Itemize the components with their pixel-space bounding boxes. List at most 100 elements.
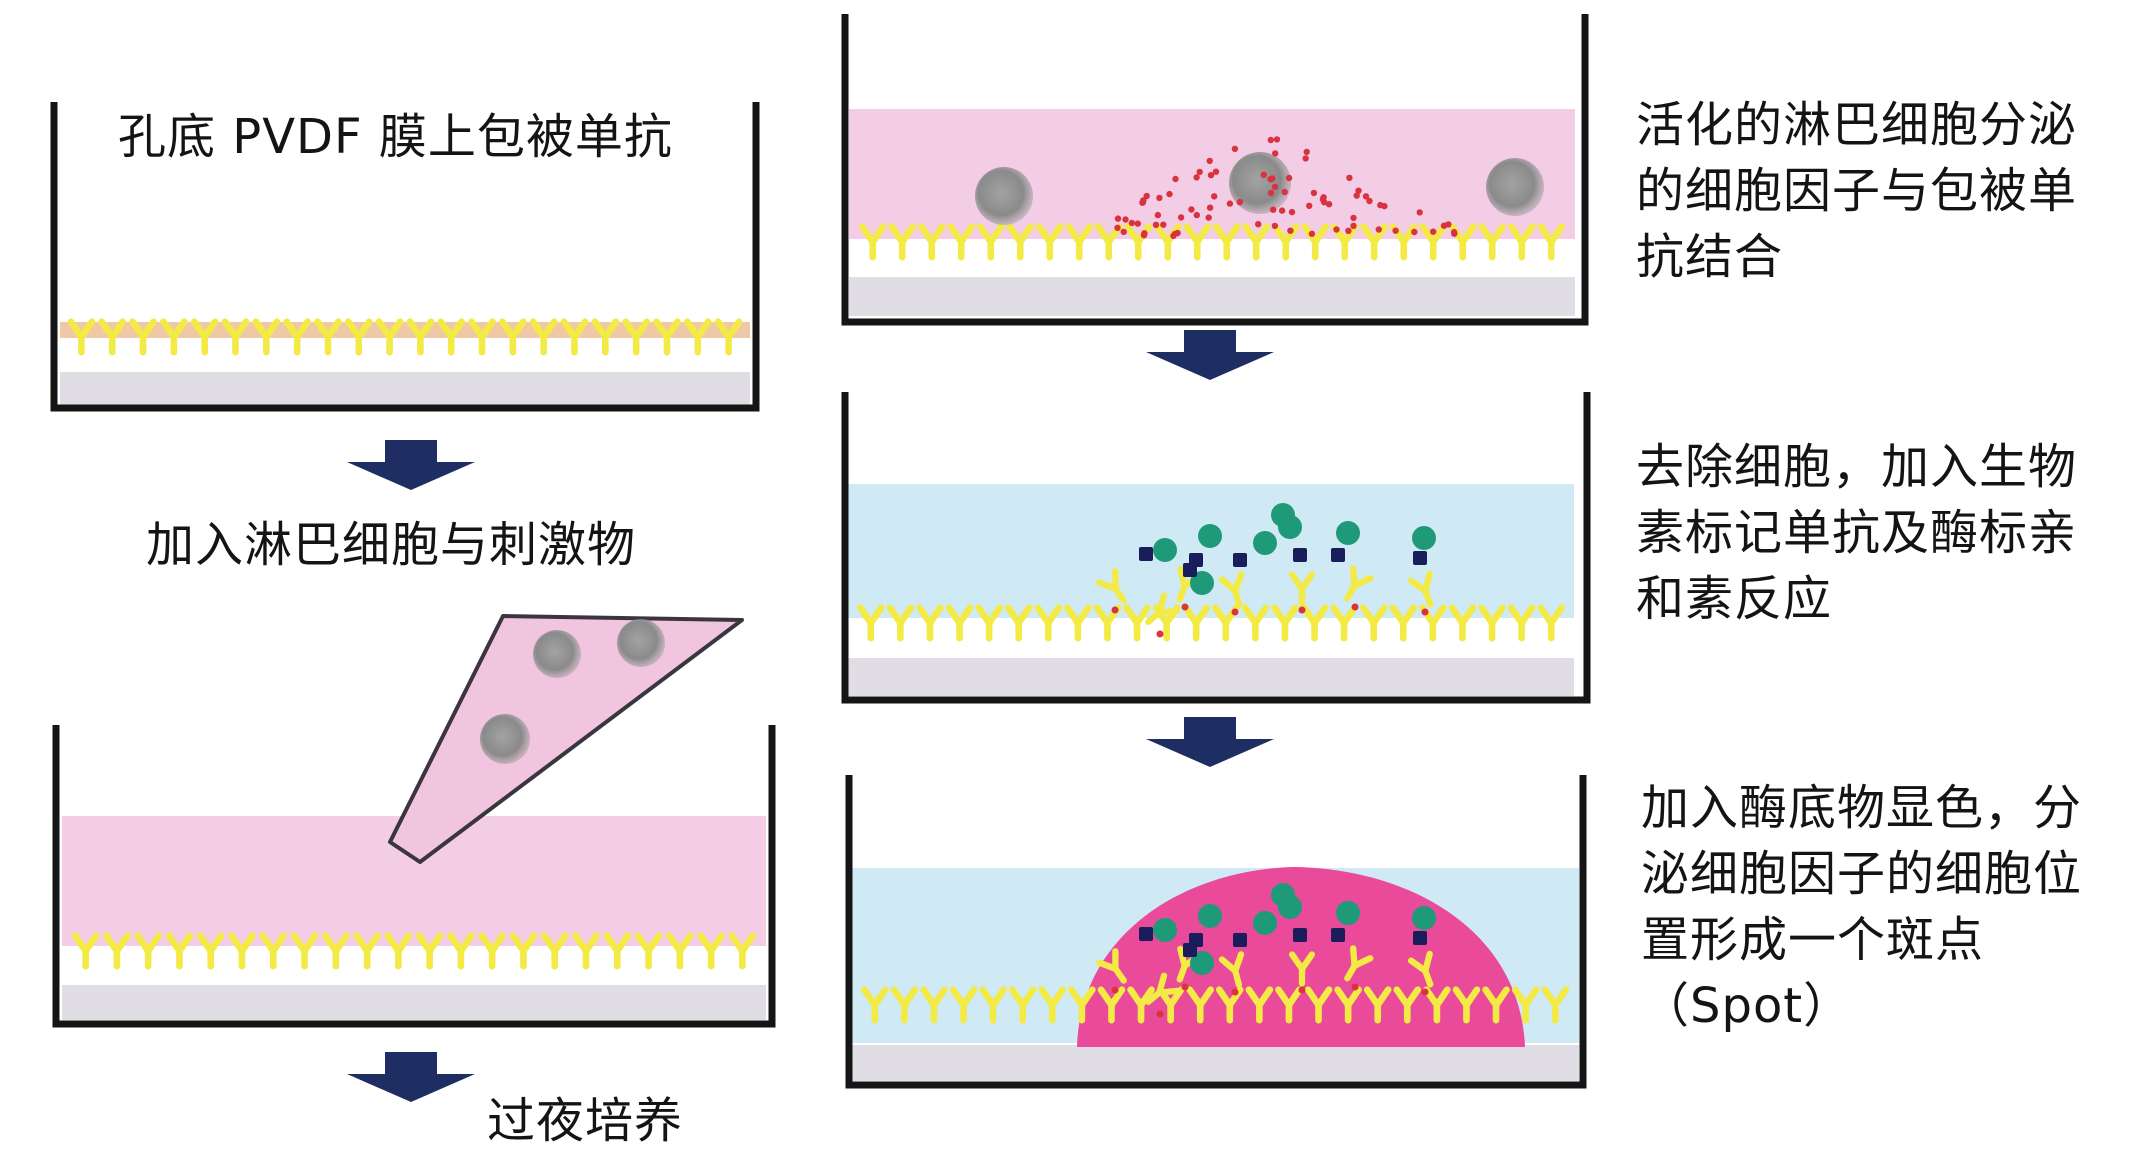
capture-antibody-arm-right	[1547, 223, 1566, 246]
capture-antibody	[540, 932, 569, 970]
cytokine-dot	[1139, 199, 1146, 206]
capture-antibody	[499, 318, 527, 356]
capture-antibody-arm-right	[1281, 604, 1299, 627]
well-5-detection-complexes	[1095, 883, 1436, 1018]
capture-antibody	[529, 318, 558, 356]
capture-antibody-arm-right	[1459, 223, 1477, 246]
capture-antibody-arm-right	[1016, 223, 1035, 246]
detection-antibody-arm-right	[1232, 571, 1245, 595]
capture-antibody	[697, 932, 725, 970]
detection-antibody-arm-right	[1156, 987, 1180, 996]
capture-antibody-arm-right	[262, 318, 281, 341]
step-6-label: 加入酶底物显色，分 泌细胞因子的细胞位 置形成一个斑点 （Spot）	[1641, 780, 2083, 1034]
capture-antibody	[259, 932, 288, 970]
cytokine-dot	[1206, 204, 1214, 211]
cytokine-dot	[1345, 227, 1352, 234]
capture-antibody	[1186, 986, 1214, 1024]
streptavidin-enzyme	[1253, 911, 1277, 935]
capture-antibody-arm-right	[871, 986, 889, 1009]
cytokine-dot	[1310, 189, 1318, 197]
capture-antibody	[134, 932, 162, 970]
well-4-membrane	[848, 658, 1574, 696]
cytokine-dot	[1205, 214, 1212, 221]
capture-antibody-arm-right	[269, 932, 288, 955]
well-1-outline	[50, 102, 760, 412]
capture-antibody	[283, 318, 311, 356]
bound-cytokine	[1111, 986, 1119, 994]
cytokine-dot	[1450, 228, 1458, 236]
cytokine-dot	[1212, 168, 1220, 175]
pipette-cell-2	[617, 619, 665, 667]
capture-antibody-arm-right	[898, 223, 917, 246]
capture-antibody	[196, 932, 225, 970]
streptavidin-enzyme	[1190, 951, 1214, 975]
capture-antibody	[344, 318, 373, 356]
detection-antibody	[1407, 570, 1434, 608]
step-3-label: 过夜培养	[487, 1093, 684, 1149]
capture-antibody	[666, 932, 694, 970]
capture-antibody	[322, 932, 350, 970]
cytokine-dot	[1226, 200, 1234, 207]
cytokine-dot	[1377, 201, 1384, 209]
capture-antibody	[861, 986, 889, 1024]
capture-antibody-arm-right	[1551, 986, 1569, 1009]
well-5-membrane	[852, 1045, 1579, 1081]
capture-antibody-arm-right	[1133, 604, 1151, 627]
capture-antibody	[603, 932, 632, 970]
capture-antibody	[1127, 986, 1155, 1024]
streptavidin-enzyme	[1153, 538, 1177, 562]
biotin	[1331, 548, 1345, 562]
cytokine-dot	[1308, 230, 1316, 237]
capture-antibody-arm-right	[1019, 986, 1037, 1009]
capture-antibody-arm-right	[739, 932, 757, 955]
well-1-capture-antibodies	[67, 318, 743, 356]
well-3	[841, 14, 1589, 326]
cytokine-dot	[1325, 201, 1333, 208]
capture-antibody-arm-right	[1048, 986, 1067, 1009]
biotin	[1233, 933, 1247, 947]
capture-antibody	[1097, 986, 1126, 1024]
capture-antibody	[1537, 223, 1566, 261]
cytokine-dot	[1206, 157, 1213, 165]
detection-antibody	[1344, 945, 1374, 982]
capture-antibody-arm-right	[1400, 223, 1418, 246]
capture-antibody-arm-right	[930, 986, 948, 1009]
bound-cytokine	[1351, 603, 1359, 611]
cytokine-dot	[1285, 174, 1293, 182]
capture-antibody	[634, 932, 663, 970]
capture-antibody-arm-right	[1518, 604, 1536, 627]
capture-antibody-arm-right	[1344, 986, 1362, 1009]
capture-antibody-arm-right	[78, 318, 96, 341]
arrow-head	[1146, 352, 1274, 380]
cytokine-dot	[1267, 189, 1275, 197]
capture-antibody-arm-right	[1311, 604, 1329, 627]
biotin	[1293, 928, 1307, 942]
capture-antibody-arm-right	[1282, 223, 1300, 246]
cytokine-dot	[1355, 187, 1362, 194]
capture-antibody-arm-right	[1340, 604, 1358, 627]
capture-antibody-arm-right	[1399, 604, 1418, 627]
capture-antibody	[1006, 223, 1035, 261]
capture-antibody-arm-right	[632, 318, 650, 341]
bound-cytokine	[1231, 608, 1239, 616]
well-4-outline	[841, 392, 1591, 704]
detection-antibody-arm-right	[1351, 575, 1374, 589]
cytokine-dot	[1231, 145, 1239, 152]
well-3-membrane	[849, 277, 1575, 316]
capture-antibody-arm-right	[1547, 604, 1565, 627]
capture-antibody-arm-right	[1522, 986, 1540, 1009]
well-3-cell-left	[975, 167, 1033, 225]
step-5-label: 去除细胞，加入生物 素标记单抗及酶标亲 和素反应	[1636, 439, 2078, 627]
capture-antibody-arm-right	[238, 932, 256, 955]
cytokine-dot	[1188, 206, 1195, 213]
capture-antibody-arm-right	[1488, 223, 1507, 246]
capture-antibody-arm-right	[1078, 986, 1096, 1009]
capture-antibody-arm-right	[355, 318, 373, 341]
capture-antibody-arm-right	[1252, 223, 1271, 246]
capture-antibody-arm-right	[520, 932, 538, 955]
capture-antibody-arm-right	[869, 223, 887, 246]
capture-antibody-arm-right	[1075, 223, 1094, 246]
capture-antibody	[129, 318, 157, 356]
capture-antibody	[888, 223, 917, 261]
